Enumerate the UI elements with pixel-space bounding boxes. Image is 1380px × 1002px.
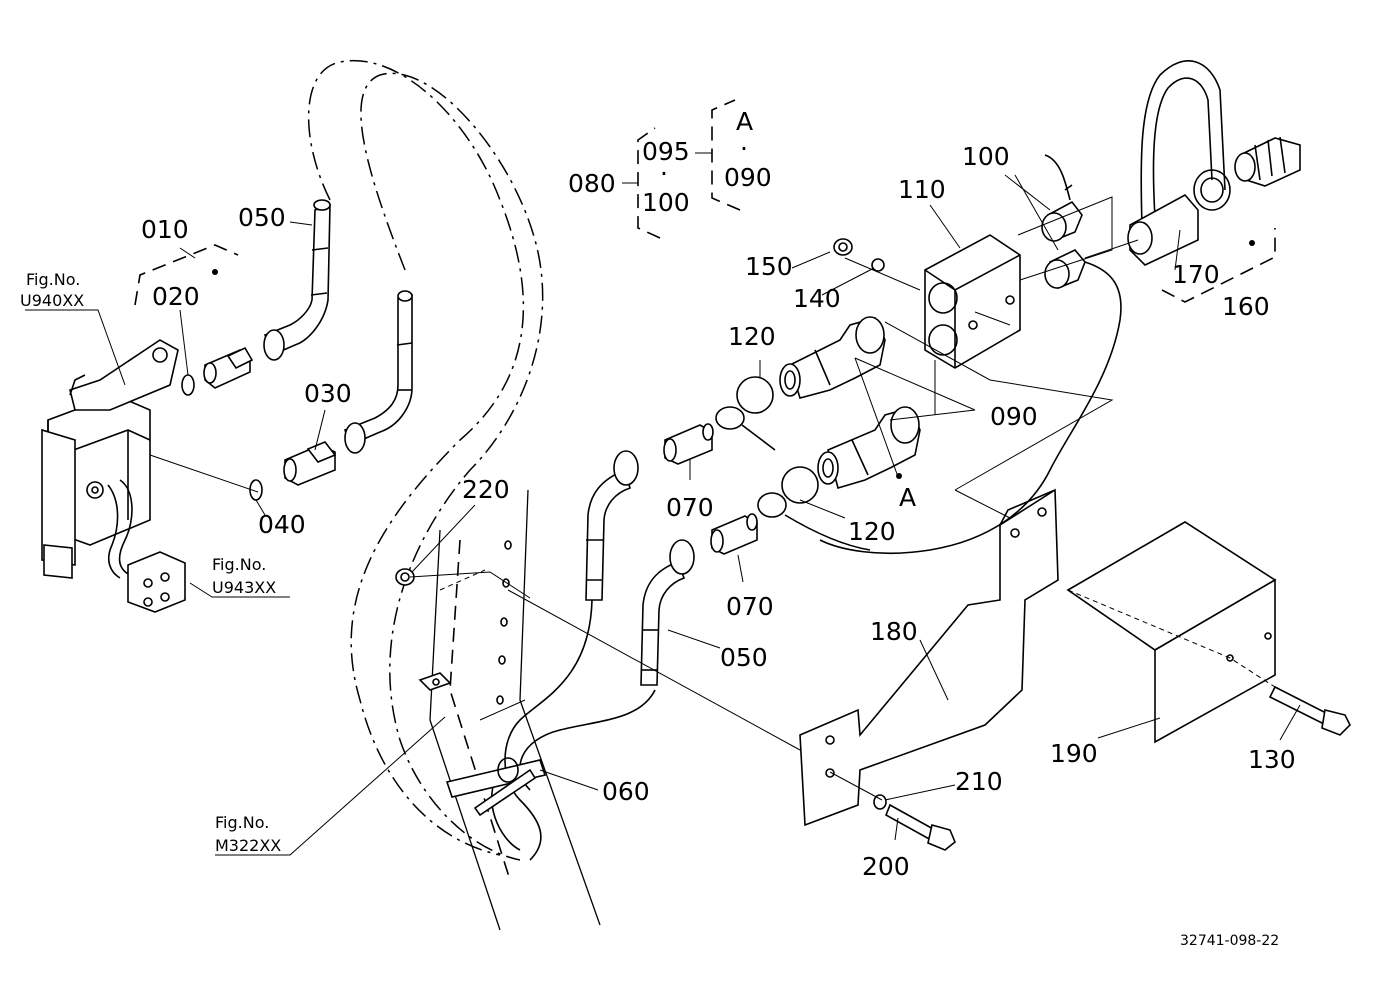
figure-references: Fig.No. U940XX Fig.No. U943XX Fig.No. M3… (20, 270, 281, 855)
callout-180: 180 (870, 617, 918, 646)
coupler-090-lower (817, 406, 921, 490)
dust-cap-100-upper (1041, 154, 1083, 242)
marker-dot (896, 473, 902, 479)
callout-095: 095 (642, 137, 690, 166)
callout-190: 190 (1050, 739, 1098, 768)
group-dot-mid: · (660, 159, 668, 188)
ring-120-upper (715, 376, 776, 451)
callout-120-lower: 120 (848, 517, 896, 546)
marker-dot (1249, 240, 1255, 246)
figref-u943-line2: U943XX (212, 578, 276, 597)
group-bracket-010 (134, 244, 239, 306)
cover-190 (1066, 521, 1277, 744)
washer-210 (873, 794, 887, 810)
adapter-070-upper (663, 423, 714, 465)
callout-150: 150 (745, 252, 793, 281)
callout-220: 220 (462, 475, 510, 504)
figref-u940-line1: Fig.No. (26, 270, 80, 289)
figref-u943-line1: Fig.No. (212, 555, 266, 574)
ring-120-lower (757, 466, 871, 551)
hose-clamp-060 (445, 757, 547, 817)
callout-100-group: 100 (642, 188, 690, 217)
hose-050-lower (640, 539, 695, 686)
o-ring-020 (181, 374, 195, 396)
hose-030-upper (344, 290, 413, 454)
group-dot-top: · (740, 134, 748, 163)
adapter-upper (203, 346, 254, 389)
fender-rail (418, 489, 601, 931)
hose-050-upper (263, 199, 331, 361)
bracket-110 (924, 234, 1021, 369)
callout-200: 200 (862, 852, 910, 881)
group-bracket-160 (1161, 228, 1276, 303)
coupler-090-upper (779, 316, 886, 399)
adapter-070-lower (710, 513, 758, 555)
group-bracket-095 (711, 99, 741, 211)
callout-070-lower: 070 (726, 592, 774, 621)
coupler-160 (1234, 136, 1301, 187)
callout-100: 100 (962, 142, 1010, 171)
callout-090: 090 (990, 402, 1038, 431)
figref-u940-line2: U940XX (20, 291, 84, 310)
callout-160: 160 (1222, 292, 1270, 321)
valve-block-assembly (41, 339, 186, 613)
drawing-number: 32741-098-22 (1180, 933, 1279, 949)
handle-170 (1127, 60, 1231, 266)
dust-cap-100-lower (819, 249, 1122, 555)
marker-dot (212, 269, 218, 275)
callout-070-upper: 070 (666, 493, 714, 522)
nut-150 (833, 238, 853, 256)
group-callout-090: 090 (724, 163, 772, 192)
callout-120-upper: 120 (728, 322, 776, 351)
callout-060: 060 (602, 777, 650, 806)
group-letter-a: A (736, 107, 753, 136)
bolt-130 (1268, 685, 1351, 736)
adapter-lower (283, 441, 337, 486)
callout-080: 080 (568, 169, 616, 198)
callout-040: 040 (258, 510, 306, 539)
marker-letter-a: A (899, 483, 916, 512)
callout-030: 030 (304, 379, 352, 408)
callout-170: 170 (1172, 260, 1220, 289)
leader-lines (25, 152, 1301, 856)
callout-020: 020 (152, 282, 200, 311)
group-bracket-080 (637, 127, 661, 239)
callout-110: 110 (898, 175, 946, 204)
figref-m322-line1: Fig.No. (215, 813, 269, 832)
callout-130: 130 (1248, 745, 1296, 774)
hose-050-middle (585, 450, 639, 601)
washer-140 (871, 258, 885, 272)
callout-140: 140 (793, 284, 841, 313)
hose-loop (307, 59, 544, 861)
callout-050-upper: 050 (238, 203, 286, 232)
bolt-200 (884, 803, 956, 851)
hoses-lower (490, 599, 656, 861)
plate-180 (799, 488, 1059, 827)
callout-010: 010 (141, 215, 189, 244)
callout-labels: 010 020 050 030 040 220 080 095 · 100 A … (141, 107, 1296, 881)
callout-210: 210 (955, 767, 1003, 796)
callout-050-lower: 050 (720, 643, 768, 672)
figref-m322-line2: M322XX (215, 836, 281, 855)
